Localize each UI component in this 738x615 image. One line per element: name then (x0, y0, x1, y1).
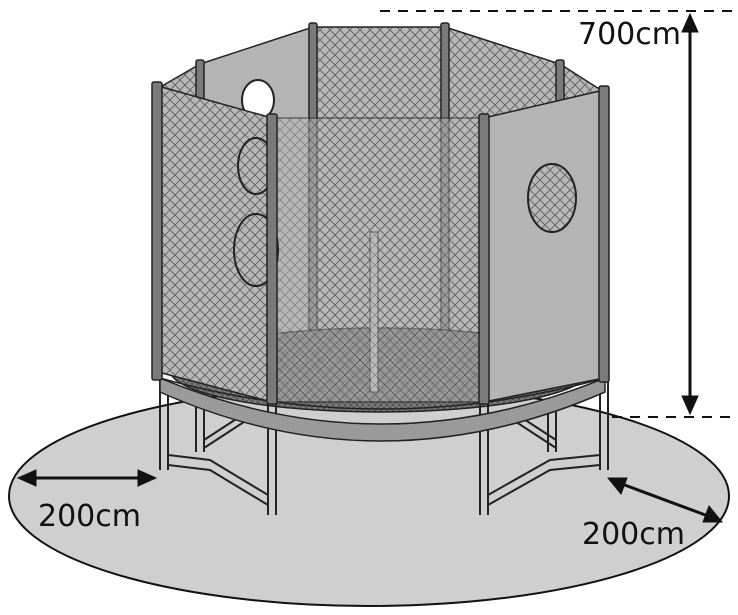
right-clearance-arrow (606, 477, 724, 523)
clearance-right-label: 200cm (582, 517, 685, 552)
front-poles (151, 81, 610, 405)
front-net-panels (157, 85, 605, 403)
height-dimension (380, 10, 738, 418)
frame-pad (159, 376, 606, 442)
ground-clearance-zone (8, 385, 730, 607)
clearance-left-label: 200cm (38, 499, 141, 534)
left-clearance-arrow (16, 469, 158, 487)
net-porthole (527, 163, 577, 233)
trampoline-legs (159, 380, 609, 515)
height-label: 700cm (578, 17, 681, 52)
